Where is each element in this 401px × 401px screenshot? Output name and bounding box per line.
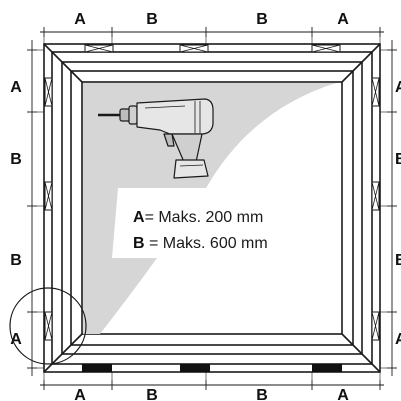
detail-circle-icon bbox=[9, 287, 87, 365]
glass-reflection bbox=[83, 83, 336, 334]
fixing-block-top-1 bbox=[84, 44, 114, 53]
fixing-block-right-3 bbox=[371, 311, 380, 341]
fixing-block-right-1 bbox=[371, 77, 380, 107]
dim-label-bottom-1: A bbox=[74, 387, 86, 401]
dim-label-right-3: B bbox=[395, 252, 401, 269]
legend-b-key: B bbox=[133, 235, 145, 252]
legend-a-text: = Maks. 200 mm bbox=[145, 209, 264, 226]
dim-label-bottom-4: A bbox=[337, 387, 349, 401]
dimension-labels-right: A B B A bbox=[395, 79, 401, 348]
dimension-labels-bottom: A B B A bbox=[74, 387, 349, 401]
dim-label-top-4: A bbox=[337, 11, 349, 28]
dim-label-left-2: B bbox=[10, 151, 22, 168]
legend-a-key: A bbox=[133, 209, 145, 226]
fixing-block-left-2 bbox=[44, 181, 53, 211]
dimension-labels-top: A B B A bbox=[74, 11, 349, 28]
sash-outer bbox=[61, 61, 363, 355]
fixing-block-left-3 bbox=[44, 311, 53, 341]
dim-label-top-2: B bbox=[146, 11, 158, 28]
dim-label-right-1: A bbox=[395, 79, 401, 96]
fixing-blocks bbox=[44, 44, 380, 372]
support-shim-bottom-3 bbox=[312, 364, 342, 372]
dim-label-bottom-2: B bbox=[146, 387, 158, 401]
fixing-block-top-2 bbox=[179, 44, 209, 53]
sash-inner bbox=[70, 70, 354, 346]
legend-callout-bg bbox=[112, 188, 330, 258]
dim-label-top-1: A bbox=[74, 11, 86, 28]
legend-line-b: B = Maks. 600 mm bbox=[133, 235, 268, 252]
dim-label-left-1: A bbox=[10, 79, 22, 96]
dim-label-left-3: B bbox=[10, 252, 22, 269]
legend-line-a: A= Maks. 200 mm bbox=[133, 209, 263, 226]
cordless-drill-icon bbox=[98, 98, 214, 179]
support-shim-bottom-1 bbox=[82, 364, 112, 372]
dimension-lines bbox=[31, 31, 393, 386]
dim-label-left-4: A bbox=[10, 331, 22, 348]
fixing-block-right-2 bbox=[371, 181, 380, 211]
dim-label-right-2: B bbox=[395, 151, 401, 168]
dim-label-right-4: A bbox=[395, 331, 401, 348]
support-shim-bottom-2 bbox=[180, 364, 210, 372]
dim-label-bottom-3: B bbox=[256, 387, 268, 401]
dim-label-top-3: B bbox=[256, 11, 268, 28]
legend-b-text: = Maks. 600 mm bbox=[145, 235, 268, 252]
outer-frame bbox=[43, 43, 381, 373]
fixing-block-top-3 bbox=[311, 44, 341, 53]
fixing-block-left-1 bbox=[44, 77, 53, 107]
dimension-ticks bbox=[27, 27, 397, 390]
dimension-labels-left: A B B A bbox=[10, 79, 22, 348]
